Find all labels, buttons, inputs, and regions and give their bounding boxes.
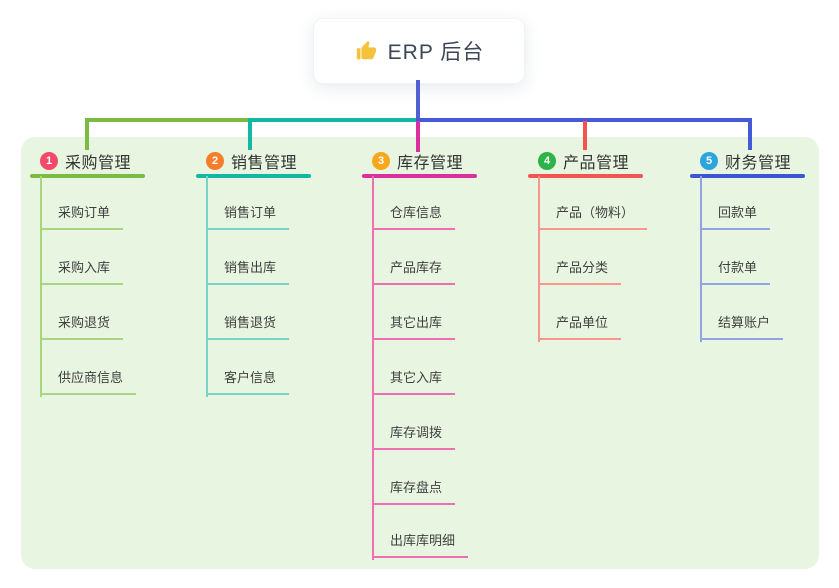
connector-drop-finance xyxy=(748,118,752,150)
branch-label: 财务管理 xyxy=(725,155,792,172)
connector-drop-product xyxy=(583,121,587,150)
connector-branch-right xyxy=(416,118,752,122)
child-node[interactable]: 销售订单 xyxy=(206,203,290,230)
branch-node-purchase[interactable]: 1 采购管理 xyxy=(40,149,131,173)
child-node[interactable]: 采购订单 xyxy=(40,203,124,230)
connector-drop-purchase xyxy=(85,118,89,150)
child-node[interactable]: 销售出库 xyxy=(206,258,290,285)
child-node[interactable]: 其它入库 xyxy=(372,368,456,395)
branch-subtree-line xyxy=(538,176,540,342)
child-node[interactable]: 出库库明细 xyxy=(372,531,469,558)
child-node[interactable]: 库存调拨 xyxy=(372,423,456,450)
root-title: ERP 后台 xyxy=(387,41,485,64)
branch-number-badge: 1 xyxy=(40,152,58,170)
branch-underline xyxy=(30,174,145,178)
branches-panel xyxy=(21,137,819,569)
child-node[interactable]: 销售退货 xyxy=(206,313,290,340)
child-node[interactable]: 供应商信息 xyxy=(40,368,137,395)
connector-trunk xyxy=(416,80,420,120)
branch-purchase: 1 采购管理 采购订单 采购入库 采购退货 供应商信息 xyxy=(30,0,200,588)
child-node[interactable]: 产品（物料） xyxy=(538,203,648,230)
branch-subtree-line xyxy=(700,176,702,342)
connector-branch-left xyxy=(85,118,250,122)
branch-sales: 2 销售管理 销售订单 销售出库 销售退货 客户信息 xyxy=(196,0,366,588)
child-node[interactable]: 仓库信息 xyxy=(372,203,456,230)
child-node[interactable]: 产品单位 xyxy=(538,313,622,340)
child-node[interactable]: 付款单 xyxy=(700,258,771,285)
branch-node-finance[interactable]: 5 财务管理 xyxy=(700,149,791,173)
branch-number-badge: 2 xyxy=(206,152,224,170)
connector-drop-sales xyxy=(248,118,252,150)
branch-underline xyxy=(362,174,477,178)
branch-underline xyxy=(196,174,311,178)
branch-node-sales[interactable]: 2 销售管理 xyxy=(206,149,297,173)
branch-product: 4 产品管理 产品（物料） 产品分类 产品单位 xyxy=(528,0,698,588)
child-node[interactable]: 结算账户 xyxy=(700,313,784,340)
child-node[interactable]: 回款单 xyxy=(700,203,771,230)
branch-underline xyxy=(528,174,643,178)
child-node[interactable]: 采购入库 xyxy=(40,258,124,285)
branch-label: 销售管理 xyxy=(231,155,298,172)
branch-subtree-line xyxy=(40,176,42,397)
branch-label: 产品管理 xyxy=(563,155,630,172)
branch-finance: 5 财务管理 回款单 付款单 结算账户 xyxy=(690,0,839,588)
branch-subtree-line xyxy=(372,176,374,560)
root-node[interactable]: ERP 后台 xyxy=(313,18,525,84)
child-node[interactable]: 客户信息 xyxy=(206,368,290,395)
branch-inventory: 3 库存管理 仓库信息 产品库存 其它出库 其它入库 库存调拨 库存盘点 出库库… xyxy=(362,0,532,588)
child-node[interactable]: 产品分类 xyxy=(538,258,622,285)
connector-drop-inventory xyxy=(416,121,420,152)
connector-branch-mid xyxy=(248,118,418,122)
child-node[interactable]: 其它出库 xyxy=(372,313,456,340)
branch-number-badge: 5 xyxy=(700,152,718,170)
branch-label: 采购管理 xyxy=(65,155,132,172)
branch-label: 库存管理 xyxy=(397,155,464,172)
branch-number-badge: 3 xyxy=(372,152,390,170)
branch-node-product[interactable]: 4 产品管理 xyxy=(538,149,629,173)
branch-node-inventory[interactable]: 3 库存管理 xyxy=(372,149,463,173)
branch-subtree-line xyxy=(206,176,208,397)
branch-number-badge: 4 xyxy=(538,152,556,170)
child-node[interactable]: 产品库存 xyxy=(372,258,456,285)
thumbs-up-icon xyxy=(354,39,378,63)
child-node[interactable]: 库存盘点 xyxy=(372,478,456,505)
branch-underline xyxy=(690,174,805,178)
child-node[interactable]: 采购退货 xyxy=(40,313,124,340)
